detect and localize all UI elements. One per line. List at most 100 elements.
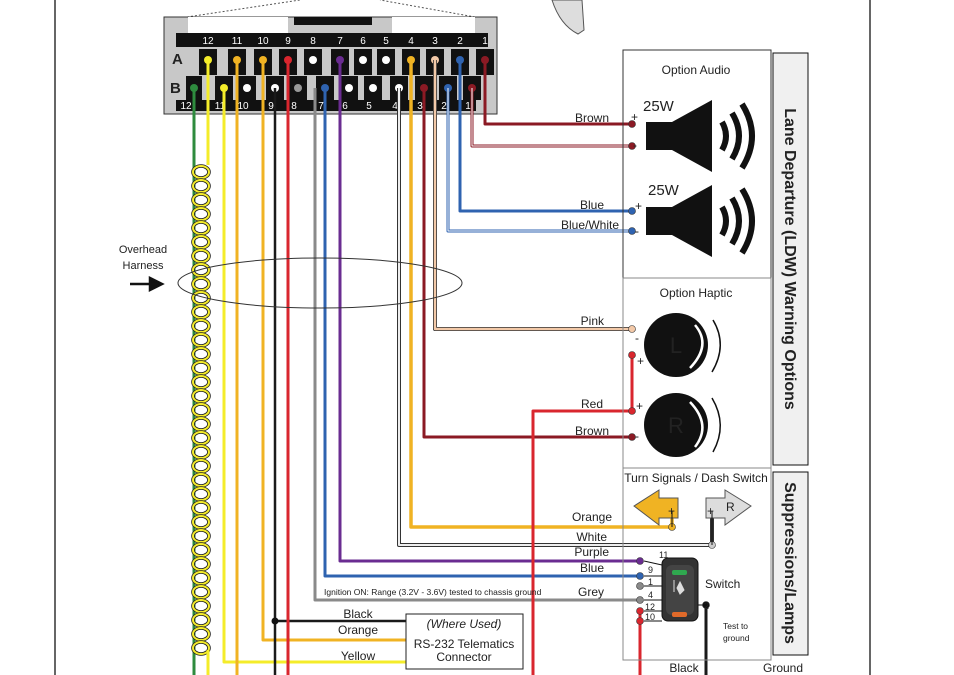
pin-a-number: 11: [232, 36, 243, 47]
option-audio-title: Option Audio: [662, 63, 731, 77]
svg-text:-: -: [635, 429, 639, 443]
pin-b-number: 12: [180, 101, 192, 112]
haptic-right-label: R: [668, 413, 684, 438]
pin-b-number: 4: [392, 101, 398, 112]
terminal-dot: [628, 120, 636, 128]
label-purple: Purple: [574, 545, 609, 559]
pin-a-number: 5: [383, 36, 389, 47]
label-pink: Pink: [581, 314, 605, 328]
polarity-marks: + - + - - + + -: [631, 110, 644, 443]
svg-text:1: 1: [648, 577, 653, 587]
overhead-harness-ellipse: [177, 257, 463, 309]
pin-a-number: 4: [408, 36, 414, 47]
ldw-side-label-box: [772, 52, 809, 466]
test-note-2: ground: [723, 633, 750, 643]
svg-text:9: 9: [648, 565, 653, 575]
wire-brownwhite-b1: [471, 88, 632, 147]
svg-text:R: R: [726, 500, 735, 514]
speaker1-watts: 25W: [643, 98, 675, 115]
wire-pink-a3: [433, 60, 632, 331]
svg-text:10: 10: [645, 612, 655, 622]
switch-pin-labels: 11 9 1 4 12 10 2: [645, 550, 709, 622]
label-ground: Ground: [763, 661, 803, 675]
wire-brown-b3: [422, 88, 632, 439]
label-orange: Orange: [572, 510, 612, 524]
label-blue: Blue: [580, 198, 604, 212]
terminal-dot: [628, 142, 636, 150]
pin-a-number: 8: [310, 36, 316, 47]
rs232-line2: Connector: [436, 650, 491, 664]
wire-blue-a2: [458, 60, 632, 213]
suppression-section-title: Suppressions/Lamps: [781, 482, 798, 644]
pin-b-number: 7: [318, 101, 324, 112]
terminal-dot: [636, 617, 644, 625]
wire-white-b4: [398, 88, 712, 546]
terminal-dot: [628, 351, 636, 359]
pin-a-number: 12: [202, 36, 214, 47]
terminal-dot: [628, 433, 636, 441]
pin-b-number: 10: [237, 101, 249, 112]
speaker-icon: 25W: [643, 98, 755, 172]
rs232-line1: RS-232 Telematics: [414, 637, 515, 651]
terminal-dot: [636, 557, 644, 565]
speaker-icon: 25W: [646, 182, 755, 257]
pin-b-number: 11: [215, 101, 226, 112]
suppression-side-label-box: [772, 471, 809, 656]
pin-a-number: 1: [482, 36, 488, 47]
pin-a-socket: [309, 56, 317, 64]
turn-signal-box: [622, 467, 772, 661]
wire-red-haptic: [531, 355, 634, 675]
svg-text:+: +: [707, 504, 714, 518]
label-grey: Grey: [578, 585, 604, 599]
right-turn-arrow-icon: + R: [705, 489, 752, 545]
label-brown-2: Brown: [575, 424, 609, 438]
terminal-dot: [628, 407, 636, 415]
switch-label: Switch: [705, 577, 740, 591]
wire-brown-a1: [483, 60, 632, 126]
svg-text:12: 12: [645, 602, 655, 612]
test-note-1: Test to: [723, 621, 748, 631]
terminal-dot: [636, 607, 644, 615]
pin-b-number: 3: [417, 101, 423, 112]
wires: [191, 60, 714, 675]
terminal-dot: [628, 207, 636, 215]
svg-text:+: +: [635, 199, 642, 213]
haptic-left-label: L: [670, 333, 682, 358]
turn-signals-title: Turn Signals / Dash Switch: [624, 471, 768, 485]
pin-a-number: 3: [432, 36, 438, 47]
pin-b-number: 8: [291, 101, 297, 112]
label-black: Black: [343, 607, 373, 621]
haptic-left-motor-icon: L: [644, 313, 721, 377]
terminal-dot: [628, 325, 636, 333]
label-blue-white: Blue/White: [561, 218, 619, 232]
pin-b-socket: [369, 84, 377, 92]
label-blue-2: Blue: [580, 561, 604, 575]
row-a-label: A: [172, 51, 183, 68]
wire-labels: Brown Blue Blue/White Pink Red Brown Ora…: [324, 111, 803, 675]
dash-switch-icon: [643, 557, 706, 622]
terminal-dot: [636, 582, 644, 590]
pin-b-socket: [294, 84, 302, 92]
arrow-right-icon: [130, 275, 165, 293]
label-orange-2: Orange: [338, 623, 378, 637]
svg-text:2: 2: [704, 601, 709, 611]
twisted-pair-coil: [191, 164, 211, 656]
pin-a-socket: [382, 56, 390, 64]
pin-b-number: 5: [366, 101, 372, 112]
bracket-graphic: [551, 0, 585, 35]
svg-text:+: +: [631, 110, 638, 124]
pin-b-number: 2: [441, 101, 447, 112]
pin-a-number: 10: [257, 36, 269, 47]
svg-text:-: -: [635, 331, 639, 345]
label-yellow: Yellow: [341, 649, 376, 663]
wire-orange-a10: [261, 60, 406, 642]
label-red: Red: [581, 397, 603, 411]
pin-b-number: 9: [268, 101, 274, 112]
pin-a-number: 6: [360, 36, 366, 47]
pin-b-number: 6: [342, 101, 348, 112]
rs232-note: (Where Used): [427, 617, 502, 631]
svg-text:-: -: [633, 138, 637, 152]
svg-text:+: +: [636, 399, 643, 413]
terminal-dot: [636, 596, 644, 604]
